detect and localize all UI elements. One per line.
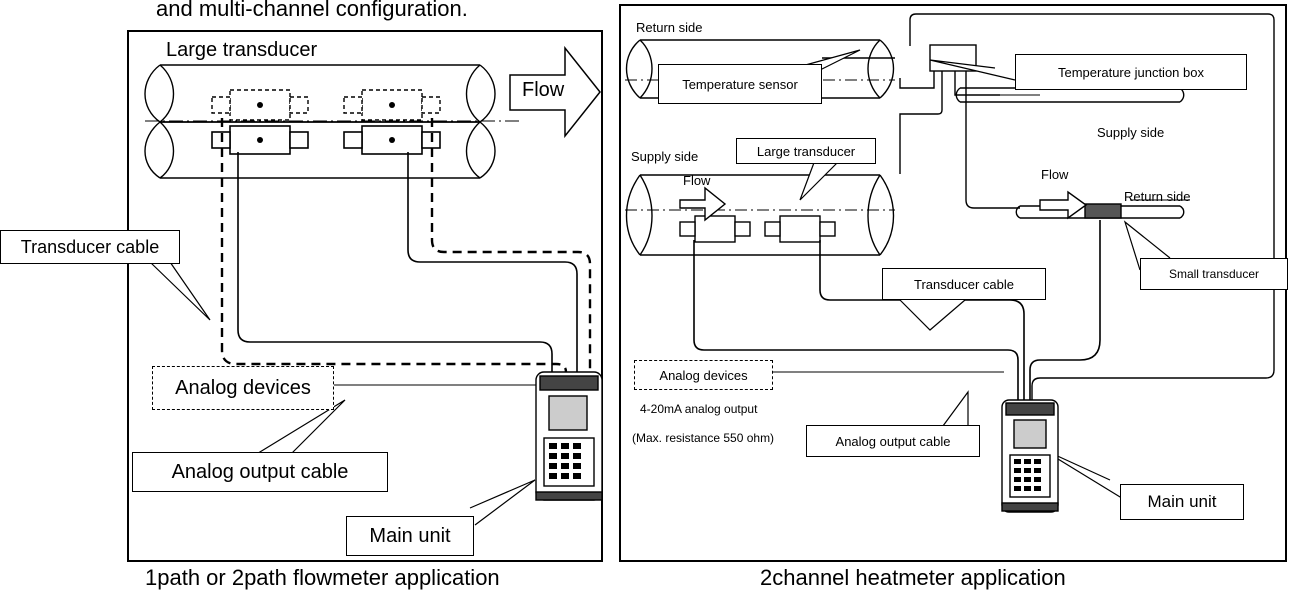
left-analog-output-cable-callout: Analog output cable — [132, 452, 388, 492]
right-supply-side-right-label: Supply side — [1097, 125, 1165, 140]
right-flow-right-label: Flow — [1041, 167, 1069, 182]
right-large-transducer-box: Large transducer — [736, 138, 876, 164]
right-caption: 2channel heatmeter application — [760, 565, 1066, 590]
left-flow-label: Flow — [522, 79, 565, 101]
left-panel — [127, 30, 603, 562]
right-return-side-right-label: Return side — [1124, 189, 1191, 204]
right-temperature-junction-box-label: Temperature junction box — [1015, 54, 1247, 90]
right-analog-output-cable-box: Analog output cable — [806, 425, 980, 457]
left-main-unit-callout: Main unit — [346, 516, 474, 556]
left-transducer-cable-callout: Transducer cable — [0, 230, 180, 264]
right-transducer-cable-box: Transducer cable — [882, 268, 1046, 300]
left-analog-devices-box: Analog devices — [152, 366, 334, 410]
top-caption: and multi-channel configuration. — [156, 0, 468, 21]
right-analog-output-label: 4-20mA analog output — [640, 402, 758, 416]
right-main-unit-box: Main unit — [1120, 484, 1244, 520]
right-small-transducer-box: Small transducer — [1140, 258, 1288, 290]
right-flow-left-label: Flow — [683, 173, 711, 188]
left-caption: 1path or 2path flowmeter application — [145, 565, 500, 590]
right-supply-side-left-label: Supply side — [631, 149, 699, 164]
right-return-side-top-label: Return side — [636, 20, 703, 35]
left-large-transducer-label: Large transducer — [166, 39, 318, 61]
right-temperature-sensor-box: Temperature sensor — [658, 64, 822, 104]
right-max-resistance-label: (Max. resistance 550 ohm) — [632, 431, 775, 445]
right-analog-devices-box: Analog devices — [634, 360, 773, 390]
